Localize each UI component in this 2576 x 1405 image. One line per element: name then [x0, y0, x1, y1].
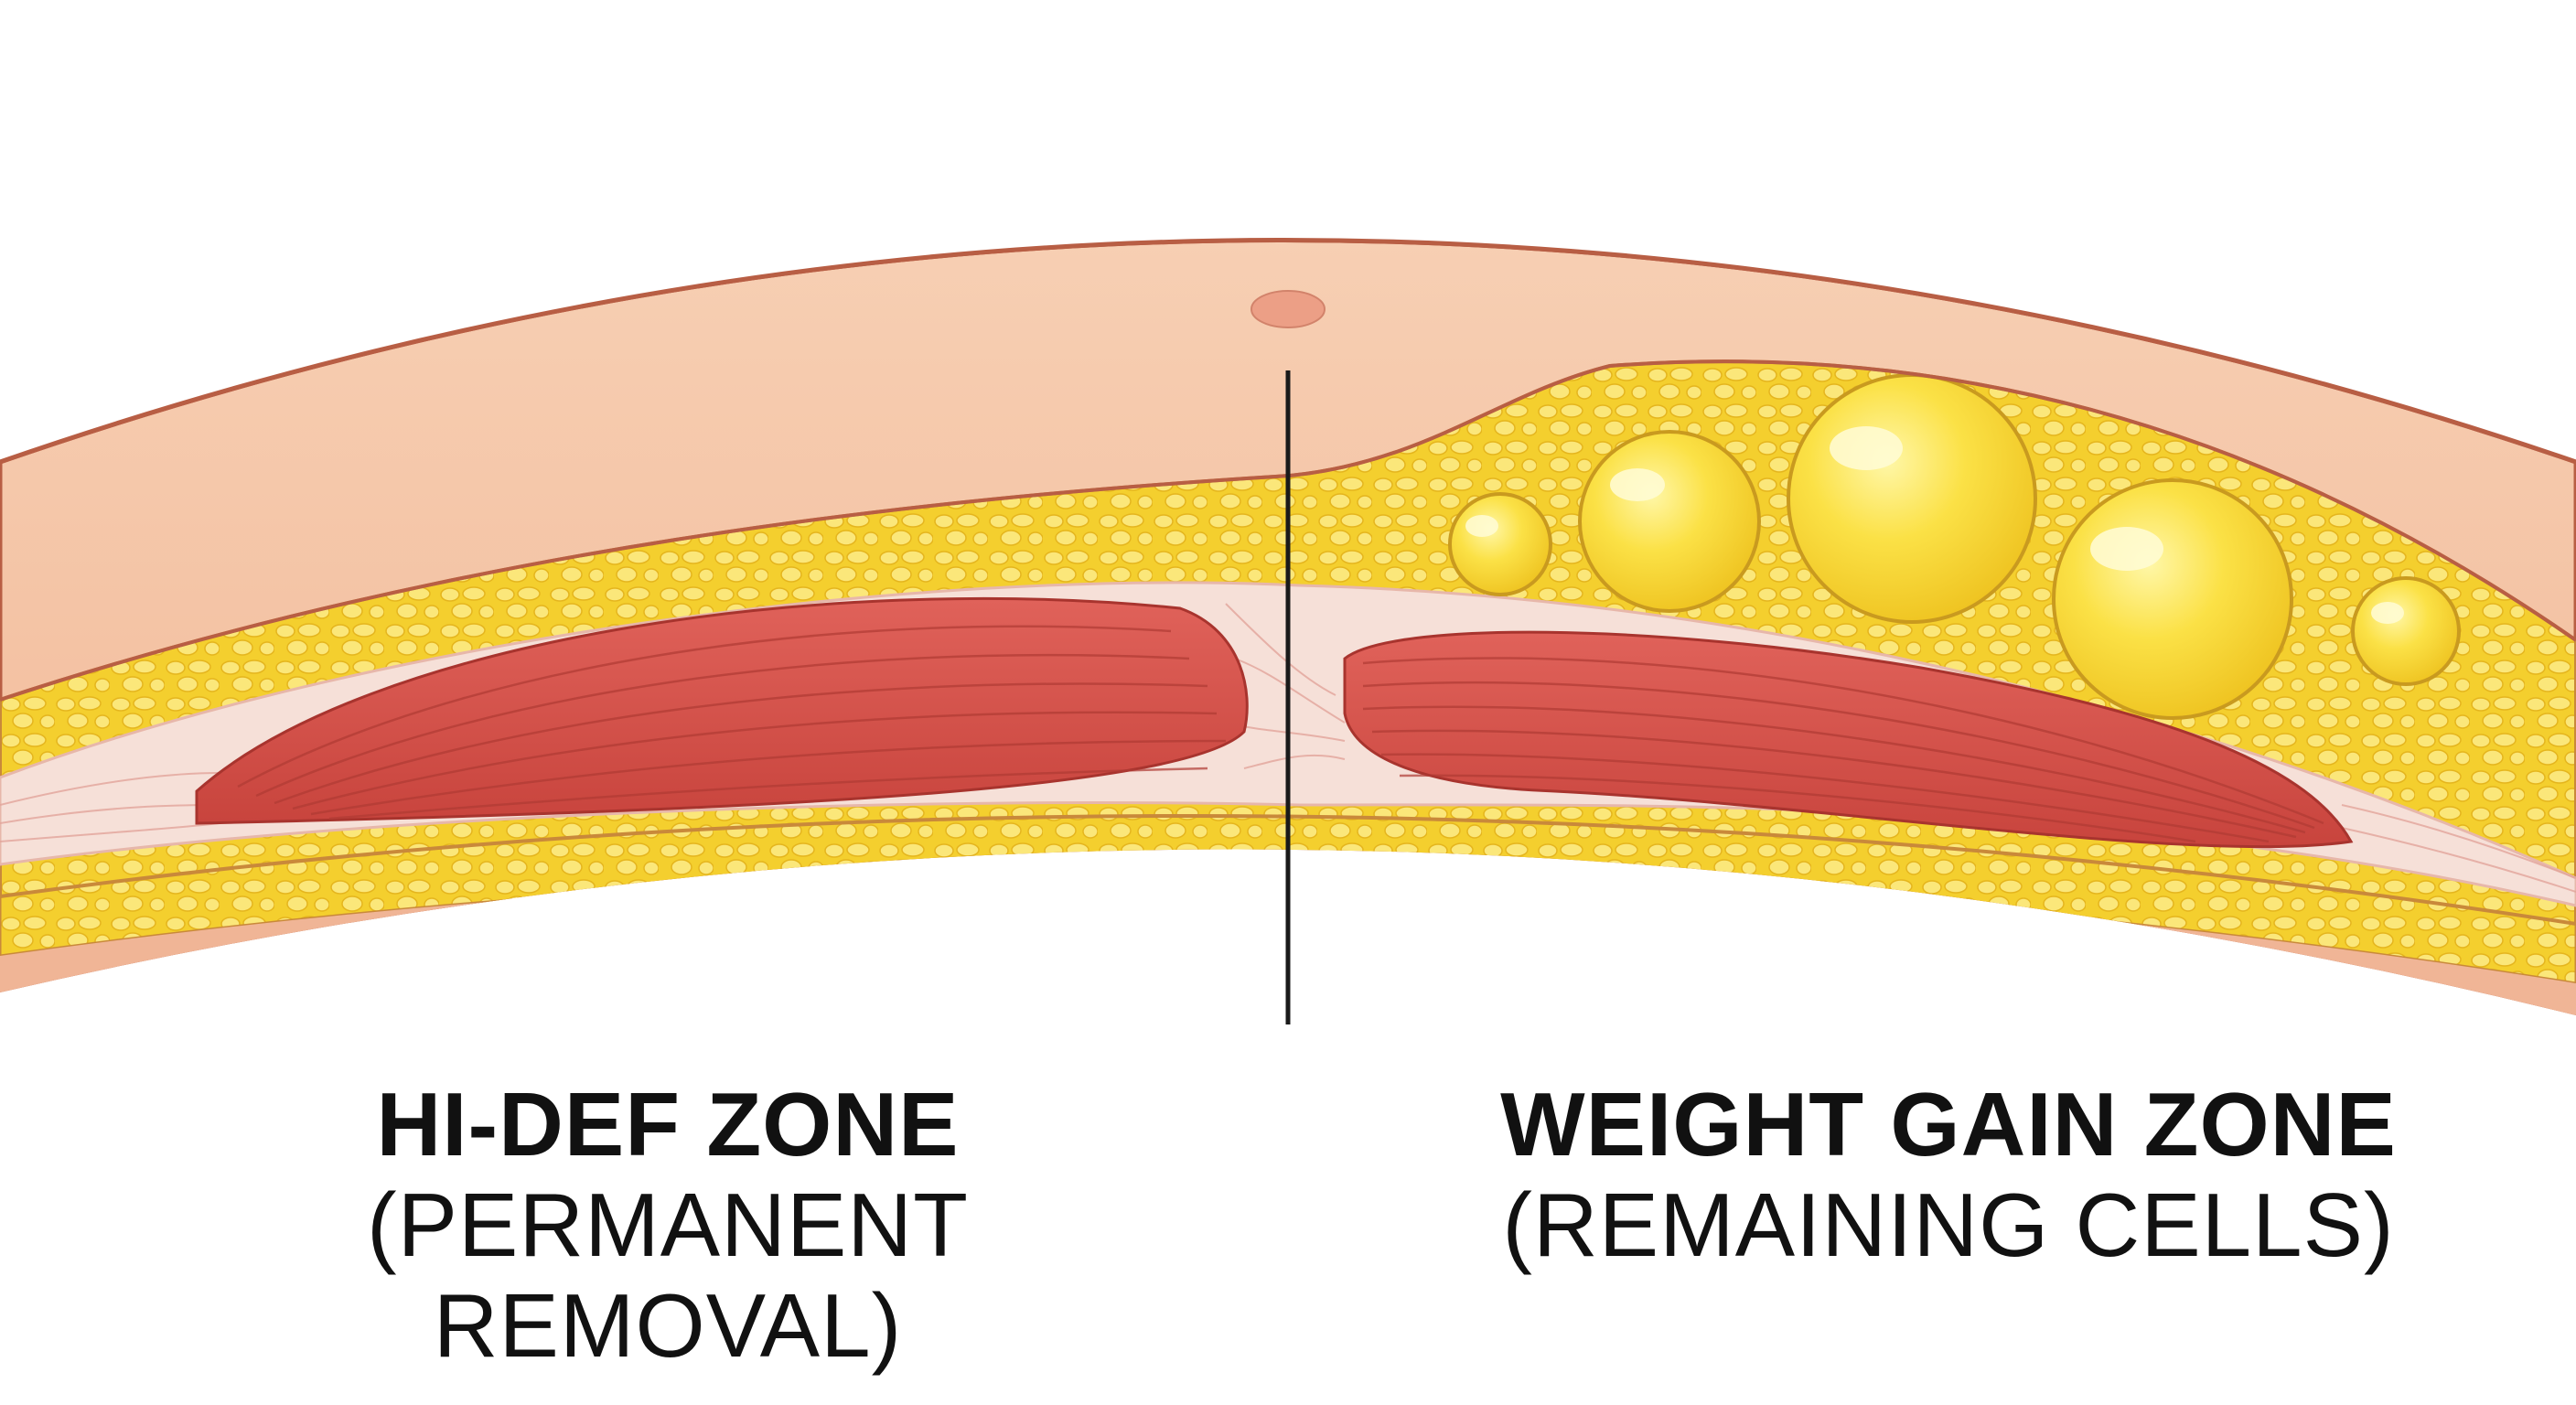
hi-def-zone-label: HI-DEF ZONE (PERMANENT REMOVAL) [128, 1074, 1208, 1376]
hi-def-zone-title: HI-DEF ZONE [376, 1074, 960, 1174]
weight-gain-zone-subtitle: (REMAINING CELLS) [1502, 1174, 2395, 1275]
weight-gain-zone-title: WEIGHT GAIN ZONE [1500, 1074, 2397, 1174]
body-outline [0, 238, 2576, 465]
right-muscle-fibers [1362, 657, 2324, 843]
navel [1250, 290, 1326, 328]
fat-cell-highlights [1465, 426, 2404, 624]
skin-inner-outline [0, 359, 2576, 702]
weight-gain-zone-label: WEIGHT GAIN ZONE (REMAINING CELLS) [1427, 1074, 2470, 1276]
left-muscle-fibers [237, 625, 1227, 820]
hi-def-zone-subtitle: (PERMANENT REMOVAL) [367, 1174, 969, 1376]
